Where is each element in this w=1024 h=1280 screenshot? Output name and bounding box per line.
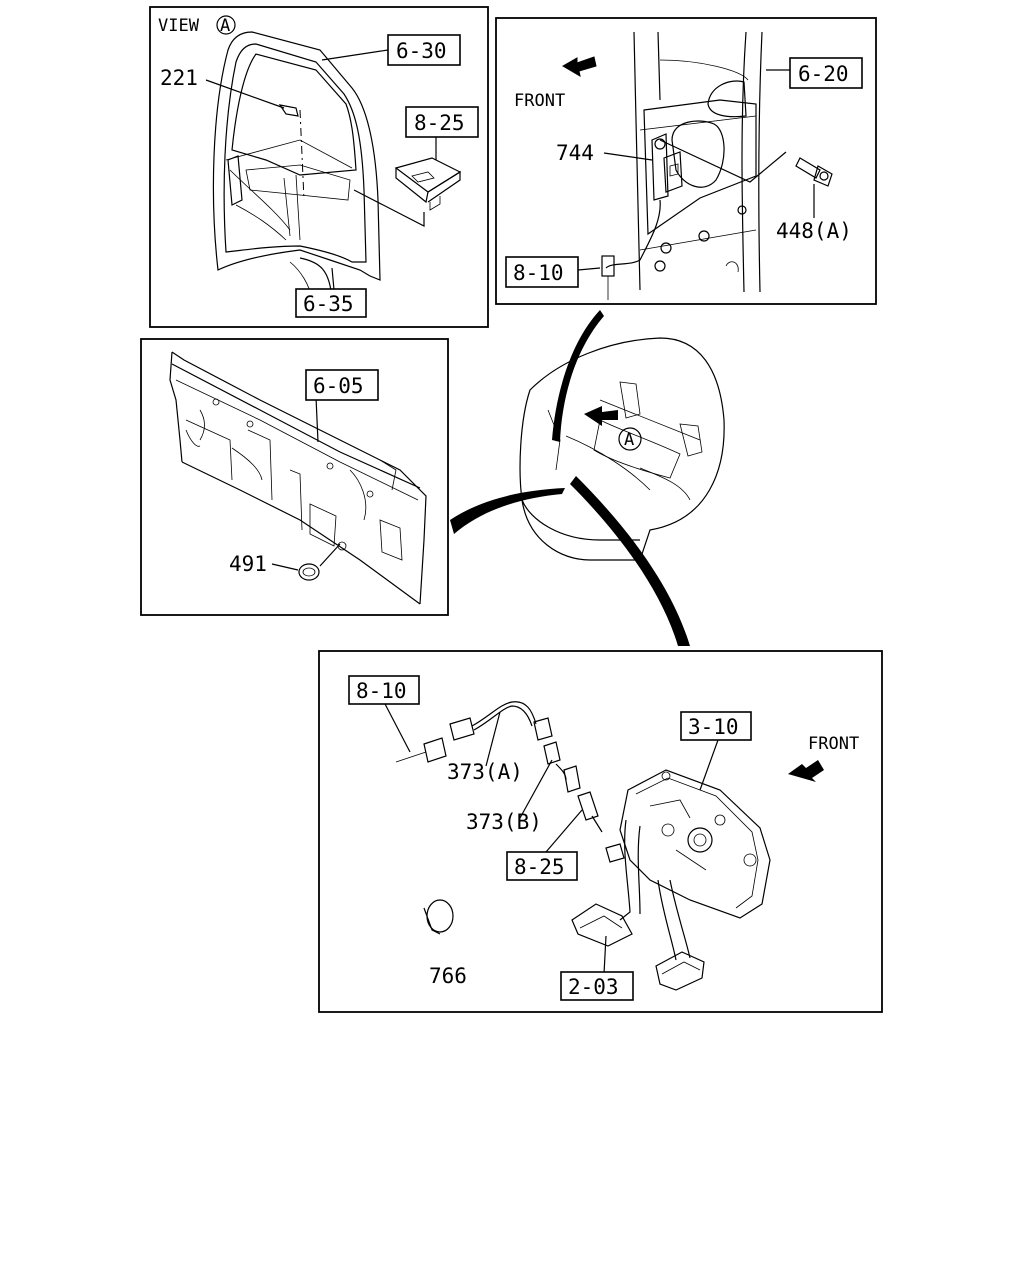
part-491-grommet: [298, 563, 320, 581]
callout-box-8-10-bottom: [348, 675, 420, 705]
callout-744: 744: [556, 141, 594, 165]
callout-box-2-03: [560, 971, 634, 1001]
front-arrow-bottom-icon: [788, 760, 824, 782]
front-arrow-icon: [562, 56, 597, 77]
part-766-clip: [423, 899, 454, 935]
panel-pillar-frame: [495, 17, 877, 305]
view-label: VIEW: [158, 16, 200, 36]
part-221: [278, 104, 299, 117]
panel-view-a-frame: [149, 6, 489, 328]
callout-6-35: 6-35: [303, 292, 354, 316]
view-marker-circle: [216, 15, 236, 35]
callout-8-25-bottom: 8-25: [514, 855, 565, 879]
connector-373b: [543, 741, 581, 793]
part-8-25-sensor-bottom: [577, 791, 625, 863]
callout-8-10-top: 8-10: [513, 261, 564, 285]
harness-373a: [395, 701, 553, 763]
callout-box-6-05: [305, 369, 379, 401]
callout-box-6-35: [295, 288, 367, 318]
panel-dash-frame: [140, 338, 449, 616]
callout-221: 221: [160, 66, 198, 90]
cab-marker-circle: [618, 427, 642, 451]
front-label-top: FRONT: [514, 91, 565, 111]
cab-illustration: A: [450, 310, 725, 646]
panel-view-a: VIEW A: [149, 6, 489, 328]
pillar-drawing: [633, 31, 763, 293]
callout-box-8-25-bottom: [506, 851, 578, 881]
callout-491: 491: [229, 552, 267, 576]
panel-pillar: FRONT: [495, 17, 877, 305]
callout-box-8-10-top: [505, 256, 579, 288]
callout-box-8-25: [405, 106, 479, 138]
part-8-25-switch: [394, 157, 462, 211]
callout-8-25: 8-25: [414, 111, 465, 135]
view-marker: A: [220, 16, 230, 36]
door-drawing: [212, 31, 381, 301]
connector-8-10-top: [601, 255, 615, 300]
callout-6-30: 6-30: [396, 39, 447, 63]
callout-373b: 373(B): [466, 810, 542, 834]
callout-373a: 373(A): [447, 760, 523, 784]
callout-6-05: 6-05: [313, 374, 364, 398]
callout-box-6-20: [789, 57, 863, 89]
callout-box-3-10: [680, 711, 752, 741]
callout-box-6-30: [387, 34, 461, 66]
callout-448a: 448(A): [776, 219, 852, 243]
callout-3-10: 3-10: [688, 715, 739, 739]
pedal-assembly: [571, 769, 771, 991]
panel-pedals-frame: [318, 650, 883, 1013]
panel-dash: 6-05 491: [140, 338, 449, 616]
callout-8-10-bottom: 8-10: [356, 679, 407, 703]
callout-6-20: 6-20: [798, 62, 849, 86]
callout-766: 766: [429, 964, 467, 988]
cab-marker: A: [624, 430, 634, 450]
panel-pedals: FRONT: [318, 650, 883, 1013]
cab-front-arrow-icon: [584, 406, 618, 426]
callout-2-03: 2-03: [568, 975, 619, 999]
dash-panel-drawing: [169, 351, 427, 605]
front-label-bottom: FRONT: [808, 734, 859, 754]
part-448a-bolt: [795, 157, 833, 187]
